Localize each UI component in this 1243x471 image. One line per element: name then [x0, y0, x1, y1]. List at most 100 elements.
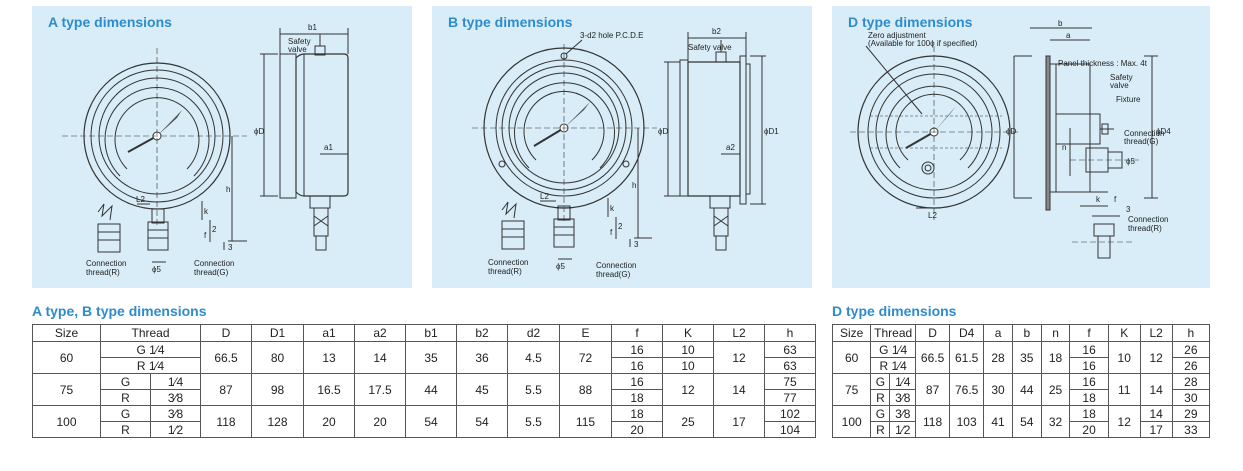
cell-f: 16	[611, 373, 663, 390]
cell-a: 41	[983, 405, 1013, 438]
cell-K: 12	[662, 373, 714, 406]
cell-d2: 5.5	[507, 373, 560, 406]
cell-a1: 16.5	[303, 373, 355, 406]
cell-h: 33	[1171, 421, 1211, 438]
cell-D4: 61.5	[949, 341, 985, 374]
header-cell: D1	[251, 324, 304, 342]
cell-b2: 36	[456, 341, 508, 374]
label-phi5: ϕ5	[556, 262, 565, 271]
cell-thread-type: G	[100, 405, 151, 422]
header-cell: f	[611, 324, 663, 342]
table-row: 60 G 1⁄4 66.5 61.5 28 35 18 16 10 12 26	[831, 341, 1211, 374]
label-a: a	[1066, 31, 1071, 40]
label-conn-r2: thread(R)	[488, 267, 522, 276]
cell-h: 75	[764, 373, 816, 390]
label-zero2: (Available for 100ϕ if specified)	[868, 39, 978, 48]
header-cell: Thread	[870, 324, 917, 342]
a-type-labels: b1 Safety valve ϕD a1 h L2 k 2 f 3 ϕ5 Co…	[86, 23, 333, 277]
label-conn-g2: thread(G)	[596, 270, 631, 279]
cell-b1: 54	[405, 405, 457, 438]
table-row: 75 G 1⁄4 87 76.5 30 44 25 16 11 14 28	[831, 373, 1211, 406]
panel-d-title: D type dimensions	[848, 14, 973, 30]
panel-b-title: B type dimensions	[448, 14, 573, 30]
label-safety-valve: Safety valve	[688, 43, 732, 52]
label-a2: a2	[726, 143, 735, 152]
header-cell: L2	[1139, 324, 1173, 342]
cell-K: 10	[662, 357, 714, 374]
cell-size: 60	[32, 341, 101, 374]
table-row: 75 G 1⁄4 87 98 16.5 17.5 44 45 5.5 88 16…	[32, 373, 816, 406]
cell-D: 66.5	[915, 341, 951, 374]
cell-thread-type: R	[100, 389, 151, 406]
cell-thread-size: 1⁄4	[150, 373, 201, 390]
cell-b: 35	[1011, 341, 1042, 374]
header-cell: d2	[507, 324, 560, 342]
cell-thread-size: 1⁄2	[150, 421, 201, 438]
cell-thread-type: R	[870, 389, 891, 406]
cell-D: 87	[200, 373, 252, 406]
d-type-drawing	[850, 27, 1158, 259]
cell-thread-size: 3⁄8	[889, 405, 917, 422]
cell-L2: 12	[713, 341, 765, 374]
cell-K: 25	[662, 405, 714, 438]
label-conn-r2: thread(R)	[86, 268, 120, 277]
table-row: 100 G 3⁄8 118 128 20 20 54 54 5.5 115 18…	[32, 405, 816, 438]
cell-K: 12	[1107, 405, 1141, 438]
label-k: k	[1096, 195, 1101, 204]
cell-size: 75	[32, 373, 101, 406]
label-h: h	[632, 181, 636, 190]
cell-f: 16	[1069, 341, 1109, 358]
cell-D: 66.5	[200, 341, 252, 374]
header-cell: a2	[354, 324, 406, 342]
cell-f: 20	[611, 421, 663, 438]
cell-thread-type: G	[870, 373, 891, 390]
cell-thread: R 1⁄4	[870, 357, 917, 374]
label-b2: b2	[712, 27, 721, 36]
label-L2: L2	[540, 192, 549, 201]
cell-K: 10	[1107, 341, 1141, 374]
cell-thread: G 1⁄4	[100, 341, 201, 358]
cell-f: 18	[1069, 389, 1109, 406]
cell-size: 75	[831, 373, 872, 406]
cell-thread-type: G	[870, 405, 891, 422]
cell-h: 28	[1171, 373, 1211, 390]
b-type-labels: 3-d2 hole P.C.D.E b2 Safety valve ϕD ϕD1…	[488, 27, 779, 279]
cell-thread: R 1⁄4	[100, 357, 201, 374]
label-conn-r1: Connection	[1128, 215, 1168, 224]
cell-f: 18	[1069, 405, 1109, 422]
label-D: ϕD	[658, 127, 668, 136]
cell-h: 104	[764, 421, 816, 438]
label-conn-r2: thread(R)	[1128, 224, 1162, 233]
panel-a-type-drawing: A type dimensions	[32, 6, 412, 288]
header-cell: L2	[713, 324, 765, 342]
cell-E: 115	[559, 405, 612, 438]
label-L2: L2	[136, 195, 145, 204]
label-zero1: Zero adjustment	[868, 31, 927, 40]
label-safety1: Safety	[1110, 73, 1133, 82]
table-row: R 1⁄2 20 104	[33, 421, 816, 438]
cell-thread: G 1⁄4	[870, 341, 917, 358]
label-conn-r1: Connection	[86, 259, 126, 268]
header-cell: b	[1011, 324, 1042, 342]
cell-f: 16	[1069, 373, 1109, 390]
cell-K: 10	[662, 341, 714, 358]
table-row: R 3⁄8 18 30	[833, 389, 1211, 406]
label-conn-g2: thread(G)	[1124, 137, 1159, 146]
header-cell: K	[1107, 324, 1141, 342]
table-header-row: Size Thread D D1 a1 a2 b1 b2 d2 E f K L2…	[32, 324, 816, 342]
cell-f: 16	[1069, 357, 1109, 374]
cell-h: 30	[1171, 389, 1211, 406]
cell-L2: 14	[1139, 405, 1173, 422]
label-k: k	[204, 207, 209, 216]
cell-f: 18	[611, 389, 663, 406]
cell-n: 32	[1040, 405, 1071, 438]
cell-E: 88	[559, 373, 612, 406]
panel-d-type-drawing: D type dimensions	[832, 6, 1210, 288]
cell-b2: 45	[456, 373, 508, 406]
header-cell: E	[559, 324, 612, 342]
label-valve: valve	[288, 45, 307, 54]
label-fixture: Fixture	[1116, 95, 1141, 104]
cell-K: 11	[1107, 373, 1141, 406]
label-3: 3	[1126, 205, 1131, 214]
label-conn-r1: Connection	[488, 258, 528, 267]
